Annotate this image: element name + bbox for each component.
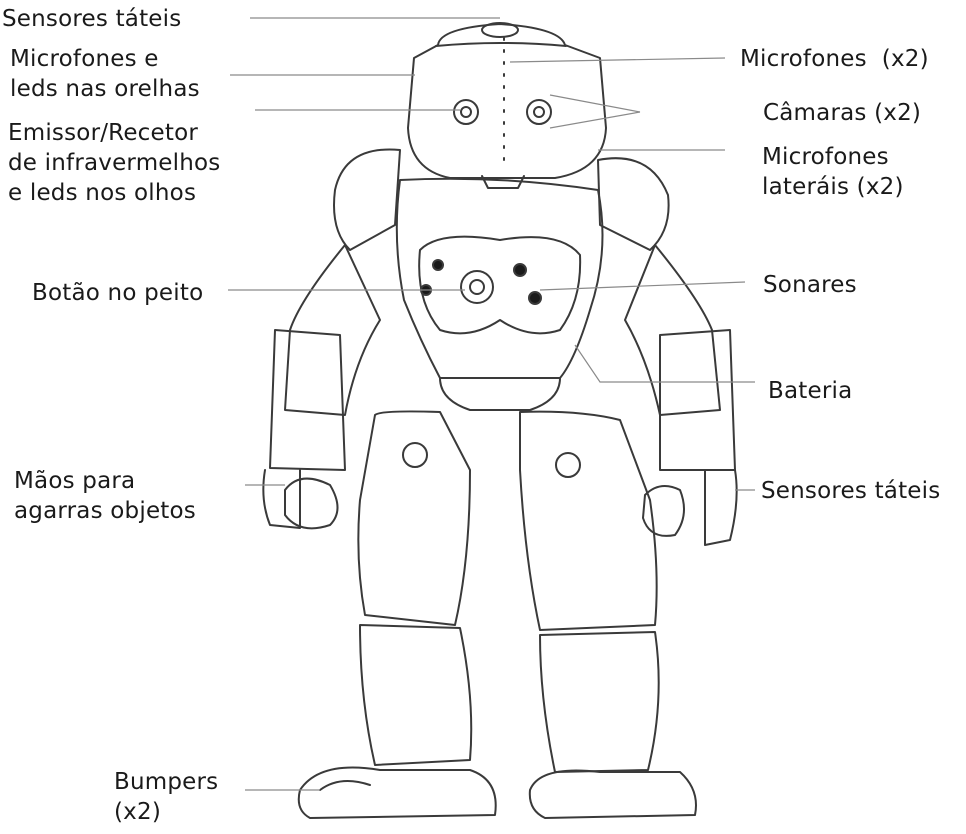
left-eye-camera xyxy=(454,100,478,124)
chest-button xyxy=(461,271,493,303)
label-bumpers: Bumpers (x2) xyxy=(114,767,218,827)
label-camaras-x2: Câmaras (x2) xyxy=(763,98,921,128)
robot-head xyxy=(408,24,606,178)
right-forearm xyxy=(660,330,735,470)
label-sonares: Sonares xyxy=(763,270,857,300)
sonar-right-bottom xyxy=(529,292,541,304)
right-thigh xyxy=(520,412,657,630)
sonar-right-top xyxy=(514,264,526,276)
right-eye-camera xyxy=(527,100,551,124)
right-foot xyxy=(530,770,696,818)
left-forearm xyxy=(270,330,345,470)
right-hand xyxy=(643,486,684,536)
leader-camaras-bottom xyxy=(550,112,640,128)
right-shin xyxy=(540,632,659,772)
sonar-left-top xyxy=(433,260,443,270)
leader-microfones xyxy=(510,58,725,62)
label-sensores-tateis-hand: Sensores táteis xyxy=(761,476,940,506)
label-botao-peito: Botão no peito xyxy=(32,278,203,308)
left-upper-arm xyxy=(285,245,380,415)
left-shoulder xyxy=(334,150,400,251)
chest-panel xyxy=(419,237,580,334)
label-emissor-infravermelhos: Emissor/Recetor de infravermelhos e leds… xyxy=(8,118,220,208)
label-microfones-laterais: Microfones lateráis (x2) xyxy=(762,142,904,202)
leader-camaras-top xyxy=(550,95,640,112)
left-bumper xyxy=(320,781,370,790)
head-touch-sensor xyxy=(482,23,518,37)
right-shoulder xyxy=(598,158,669,250)
leader-sonares xyxy=(540,282,745,290)
leader-bateria xyxy=(575,345,755,382)
left-hand xyxy=(285,479,338,529)
label-sensores-tateis-head: Sensores táteis xyxy=(2,4,181,34)
robot-waist xyxy=(440,378,560,410)
label-maos: Mãos para agarras objetos xyxy=(14,466,196,526)
robot-outline xyxy=(263,23,736,818)
left-foot xyxy=(299,768,496,819)
label-bateria: Bateria xyxy=(768,376,852,406)
leader-lines xyxy=(228,18,755,790)
label-microfones-x2: Microfones (x2) xyxy=(740,44,929,74)
right-wrist xyxy=(705,470,737,545)
label-microfones-leds-orelhas: Microfones e leds nas orelhas xyxy=(10,44,200,104)
right-upper-arm xyxy=(625,245,720,415)
robot-torso xyxy=(397,179,603,378)
left-shin xyxy=(360,625,471,765)
left-wrist xyxy=(263,470,300,528)
